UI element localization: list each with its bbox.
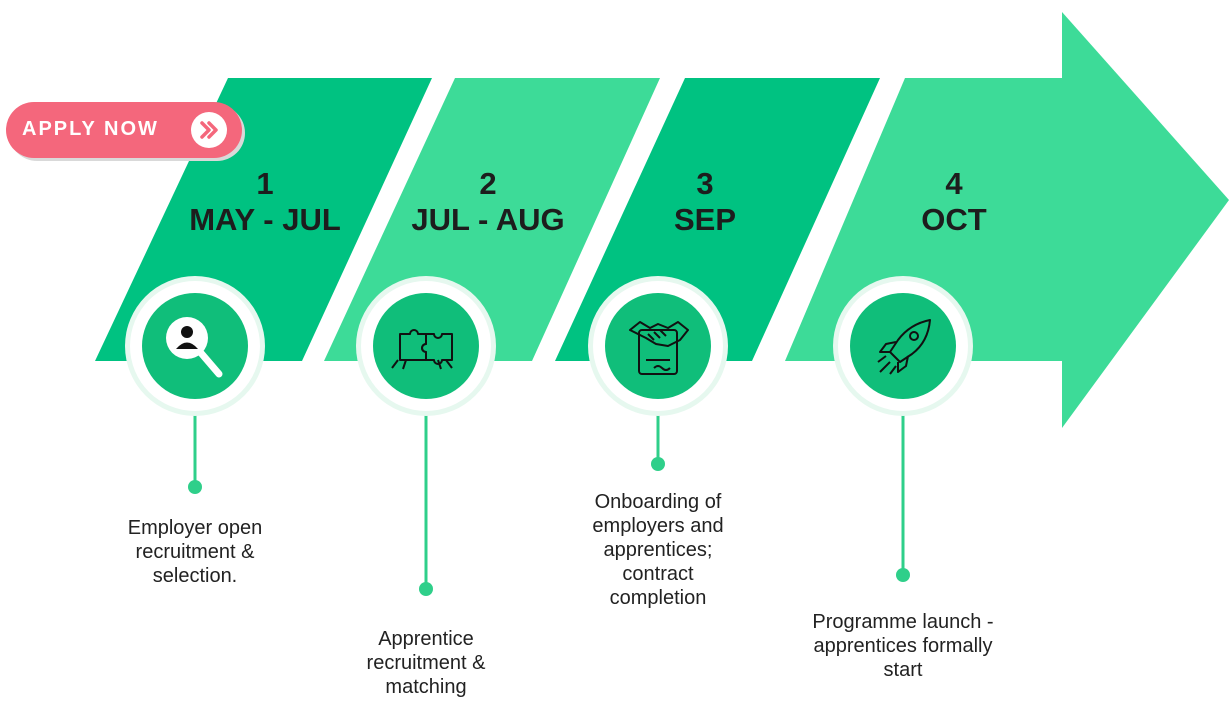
connector-dot-2 (419, 582, 433, 596)
description-line: Apprentice (378, 628, 474, 650)
description-line: apprentices; (603, 539, 713, 561)
stage-heading-1: 1 MAY - JUL (170, 166, 360, 238)
stage-heading-4: 4 OCT (874, 166, 1034, 238)
apply-now-label: APPLY NOW (22, 118, 159, 140)
stage-number: 1 (256, 166, 274, 201)
description-line: employers and (592, 515, 724, 537)
connector-dot-4 (896, 568, 910, 582)
stage-description-3: Onboarding of employers and apprentices;… (558, 490, 758, 610)
arrow-head (1062, 12, 1229, 428)
description-line: Programme launch - (812, 611, 994, 633)
stage-heading-2: 2 JUL - AUG (393, 166, 583, 238)
stage-circle-3 (588, 276, 728, 416)
rocket-icon (877, 319, 931, 375)
stage-number: 3 (696, 166, 714, 201)
stage-circle-2 (356, 276, 496, 416)
stage-circle-4 (833, 276, 973, 416)
stage-number: 4 (945, 166, 963, 201)
stage-heading-3: 3 SEP (625, 166, 785, 238)
stage-range: SEP (673, 202, 737, 237)
description-line: completion (609, 587, 707, 609)
user-search-icon (166, 317, 223, 378)
puzzle-hands-icon (391, 329, 453, 370)
double-chevron-right-icon (191, 112, 227, 148)
description-line: recruitment & (366, 652, 486, 674)
description-line: selection. (152, 565, 238, 587)
stage-description-4: Programme launch - apprentices formally … (783, 610, 1023, 682)
description-line: Employer open (127, 517, 263, 539)
stage-range: MAY - JUL (189, 202, 341, 237)
stage-range: JUL - AUG (411, 202, 565, 237)
connector-dot-3 (651, 457, 665, 471)
handshake-contract-icon (629, 321, 689, 375)
stage-description-1: Employer open recruitment & selection. (90, 516, 300, 588)
description-line: matching (385, 676, 467, 698)
description-line: apprentices formally (813, 635, 993, 657)
connector-dot-1 (188, 480, 202, 494)
stage-range: OCT (921, 202, 987, 237)
stage-description-2: Apprentice recruitment & matching (321, 627, 531, 699)
apply-now-button[interactable]: APPLY NOW (6, 102, 242, 158)
description-line: contract (622, 563, 694, 585)
band-stage-4 (785, 78, 1064, 361)
description-line: start (883, 659, 923, 681)
description-line: Onboarding of (594, 491, 722, 513)
description-line: recruitment & (135, 541, 255, 563)
stage-number: 2 (479, 166, 497, 201)
